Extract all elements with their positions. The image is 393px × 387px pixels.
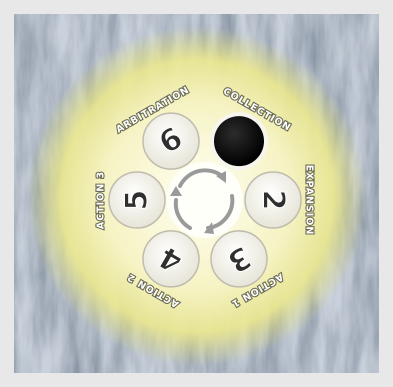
expansion-phase-space[interactable]: 2 — [245, 172, 301, 228]
action3-phase-space[interactable]: 5 — [109, 172, 165, 228]
phase-marker-token[interactable] — [214, 116, 264, 166]
expansion-label: EXPANSION — [304, 165, 315, 236]
phase-number: 2 — [256, 190, 291, 211]
action2-phase-space[interactable]: 4 — [143, 231, 199, 287]
action1-phase-space[interactable]: 3 — [211, 231, 267, 287]
phase-number: 5 — [120, 190, 155, 211]
center-disc — [167, 162, 243, 238]
action3-label: ACTION 3 — [96, 171, 107, 229]
arbitration-phase-space[interactable]: 6 — [143, 113, 199, 169]
collection-phase-space[interactable] — [210, 112, 268, 170]
